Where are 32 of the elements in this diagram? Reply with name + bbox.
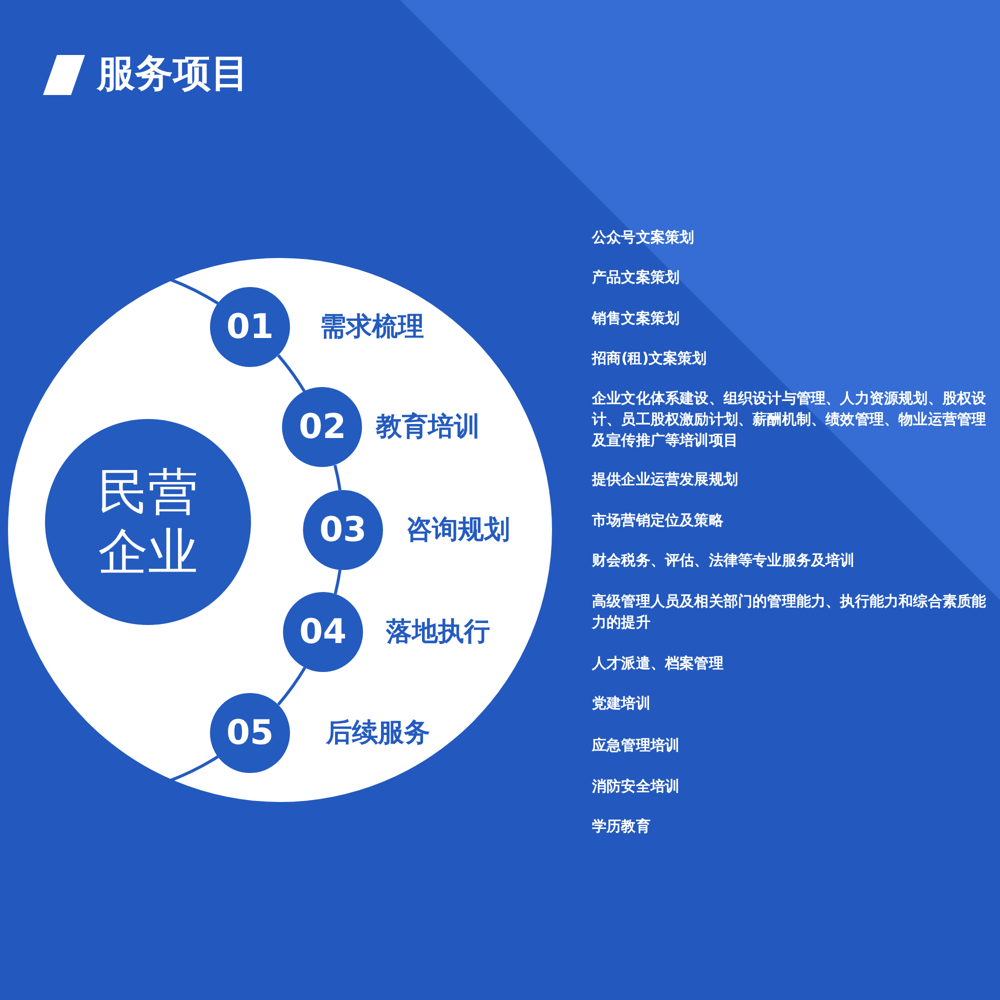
service-item: 产品文案策划 — [592, 268, 681, 288]
service-item: 财会税务、评估、法律等专业服务及培训 — [592, 551, 856, 571]
title: 服务项目 — [97, 50, 249, 97]
service-item: 应急管理培训 — [592, 736, 681, 756]
service-item: 党建培训 — [592, 694, 652, 714]
connector-arc — [170, 755, 219, 782]
connector-arc — [334, 464, 342, 490]
step-number: 02 — [298, 407, 346, 448]
step-label: 落地执行 — [386, 616, 490, 649]
connector-arc — [170, 278, 219, 305]
center-text: 民营企业 — [97, 462, 199, 582]
step-label: 需求梳理 — [320, 311, 424, 344]
step-number: 04 — [299, 612, 347, 652]
service-item: 高级管理人员及相关部门的管理能力、执行能力和综合素质能力的提升 — [592, 592, 988, 633]
service-item: 学历教育 — [592, 817, 652, 837]
step-number: 05 — [226, 712, 274, 753]
service-item: 企业文化体系建设、组织设计与管理、人力资源规划、股权设计、员工股权激励计划、薪酬机制、绩效管理、物业运营管理及宣传推广等培训项目 — [592, 389, 988, 451]
service-item: 公众号文案策划 — [592, 228, 696, 248]
step-label: 教育培训 — [376, 411, 480, 444]
service-item: 市场营销定位及策略 — [592, 511, 724, 531]
step-label: 咨询规划 — [406, 514, 510, 547]
service-item: 招商(租)文案策划 — [592, 349, 708, 369]
step-number: 03 — [319, 510, 367, 550]
connector-arc — [277, 354, 306, 392]
step-number: 01 — [226, 307, 274, 348]
service-item: 消防安全培训 — [592, 777, 681, 797]
connector-arc — [334, 570, 342, 594]
step-label: 后续服务 — [326, 716, 430, 750]
service-item: 销售文案策划 — [592, 309, 681, 329]
service-item: 人才派遣、档案管理 — [592, 654, 724, 674]
connector-arc — [277, 666, 306, 706]
service-item: 提供企业运营发展规划 — [592, 470, 740, 490]
